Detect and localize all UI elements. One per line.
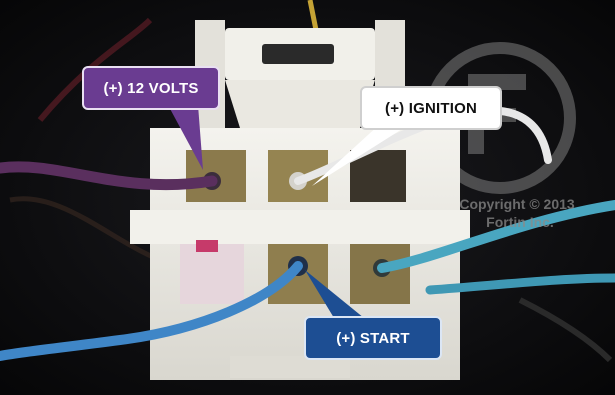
twelve-volts-label: (+) 12 VOLTS: [82, 66, 220, 110]
twelve-volts-pointer: [168, 105, 203, 170]
ignition-pointer: [312, 124, 410, 186]
watermark-company: Fortin Inc.: [486, 214, 554, 230]
blue-wire-start: [0, 261, 303, 361]
blue-wire-lower-right: [425, 273, 615, 295]
start-pointer: [305, 270, 364, 318]
purple-wire: [0, 161, 218, 191]
start-label: (+) START: [304, 316, 442, 360]
blue-wire-right: [377, 200, 615, 273]
watermark-copyright: Copyright © 2013: [459, 196, 575, 212]
ignition-label: (+) IGNITION: [360, 86, 502, 130]
